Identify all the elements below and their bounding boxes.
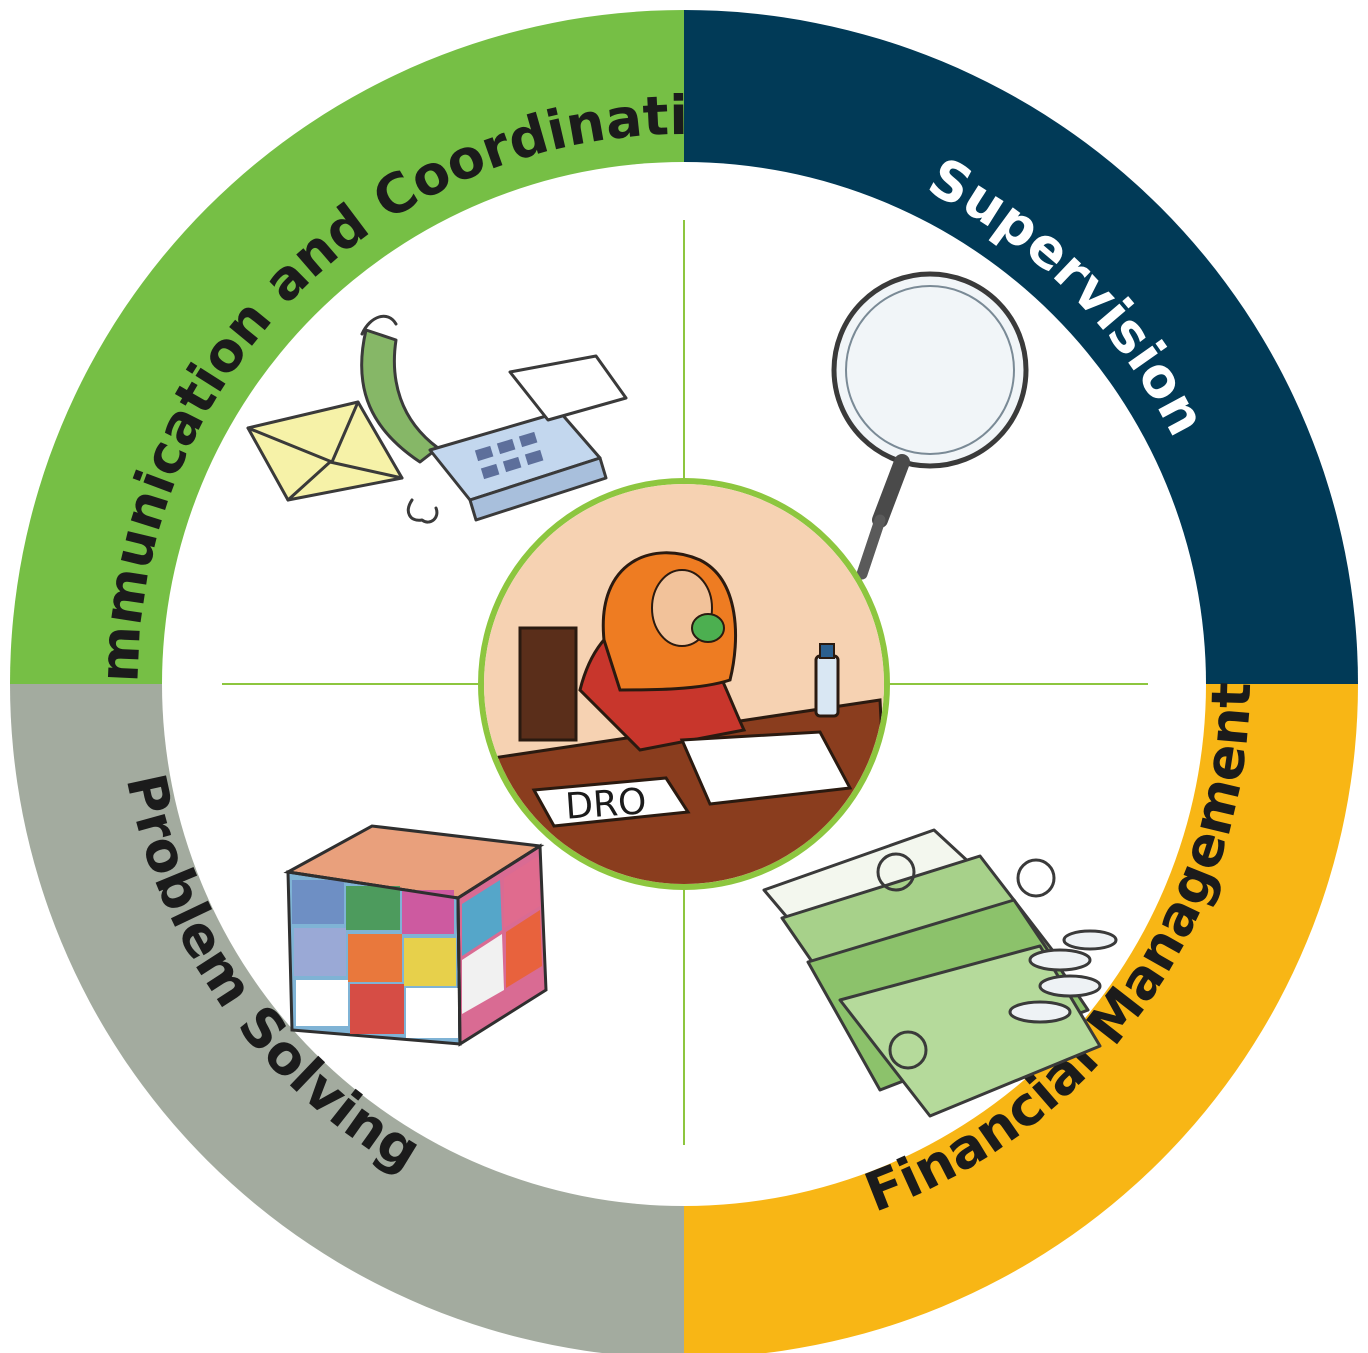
- quadrant-dividers: [222, 220, 1148, 1145]
- center-illustration: DRO: [478, 478, 890, 890]
- magnifying-glass-icon: [831, 271, 1029, 580]
- telephone-envelope-icon: [246, 314, 628, 524]
- rubiks-cube-icon: [283, 824, 548, 1047]
- money-notes-coins-icon: [762, 828, 1118, 1118]
- nameplate-label: DRO: [564, 781, 648, 828]
